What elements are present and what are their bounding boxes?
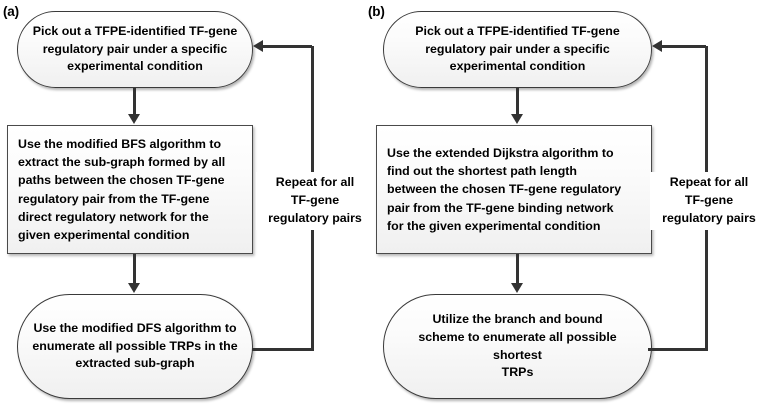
node-a-process-text: Use the modified BFS algorithm to extrac…	[18, 137, 226, 242]
panel-a-label: (a)	[3, 4, 19, 19]
node-b-end-text: Utilize the branch and bound scheme to e…	[418, 312, 617, 380]
arrowhead-a-process-to-end	[127, 283, 140, 293]
arrowhead-a-start-to-process	[127, 114, 140, 124]
node-b-process-text: Use the extended Dijkstra algorithm to f…	[387, 146, 622, 233]
connector-a-process-to-end	[133, 254, 136, 285]
connector-a-start-to-process	[133, 88, 136, 117]
arrowhead-b-process-to-end	[510, 283, 523, 293]
loop-a-label: Repeat for all TF-gene regulatory pairs	[256, 172, 374, 230]
panel-a: (a) Pick out a TFPE-identified TF-gene r…	[0, 0, 374, 408]
node-a-end-text: Use the modified DFS algorithm to enumer…	[32, 321, 238, 371]
loop-a-segment-bottom	[252, 348, 314, 351]
arrowhead-b-loop	[652, 39, 662, 52]
node-a-end[interactable]: Use the modified DFS algorithm to enumer…	[17, 294, 253, 399]
connector-b-start-to-process	[516, 88, 519, 117]
connector-b-process-to-end	[516, 254, 519, 285]
node-a-start[interactable]: Pick out a TFPE-identified TF-gene regul…	[17, 11, 253, 88]
node-a-start-text: Pick out a TFPE-identified TF-gene regul…	[32, 24, 238, 74]
node-b-start[interactable]: Pick out a TFPE-identified TF-gene regul…	[383, 11, 652, 88]
panel-b-label: (b)	[368, 4, 385, 19]
arrowhead-a-loop	[253, 39, 263, 52]
arrowhead-b-start-to-process	[510, 114, 523, 124]
node-b-start-text: Pick out a TFPE-identified TF-gene regul…	[415, 24, 620, 74]
loop-b-label: Repeat for all TF-gene regulatory pairs	[650, 172, 760, 230]
loop-a-segment-top	[263, 45, 312, 48]
node-a-process[interactable]: Use the modified BFS algorithm to extrac…	[7, 125, 253, 254]
node-b-end[interactable]: Utilize the branch and bound scheme to e…	[383, 294, 652, 399]
panel-b: (b) Pick out a TFPE-identified TF-gene r…	[366, 0, 760, 408]
node-b-process[interactable]: Use the extended Dijkstra algorithm to f…	[376, 125, 652, 254]
loop-b-segment-top	[662, 45, 706, 48]
loop-b-segment-bottom	[648, 348, 708, 351]
